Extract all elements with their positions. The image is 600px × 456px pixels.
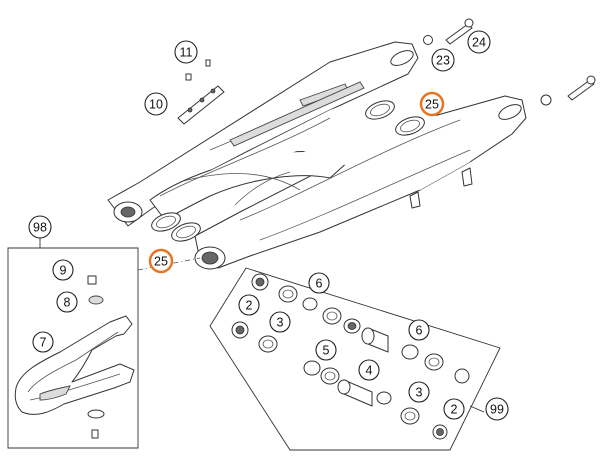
callout-circle [315, 339, 337, 361]
callout-11: 11 [174, 40, 198, 64]
callout-circle [431, 48, 455, 72]
callout-circle [56, 291, 78, 313]
callout-circle [174, 40, 198, 64]
callout-circle [52, 259, 74, 281]
callout-circle [419, 91, 445, 117]
chain-slider-pads-upper [365, 100, 425, 136]
callout-3: 3 [269, 311, 291, 333]
swingarm [107, 41, 527, 270]
callout-label: 24 [472, 36, 486, 50]
callout-8: 8 [56, 291, 78, 313]
callout-9: 9 [52, 259, 74, 281]
callout-label: 8 [64, 296, 71, 310]
callout-7: 7 [32, 331, 54, 353]
chain-guide [14, 275, 135, 439]
callout-label: 2 [451, 403, 458, 417]
callout-circle [269, 311, 291, 333]
callout-circle [238, 294, 260, 316]
callout-circle [32, 331, 54, 353]
callout-circle [308, 272, 330, 294]
callout-circle [358, 359, 380, 381]
callout-label: 23 [436, 54, 450, 68]
callout-label: 98 [33, 221, 47, 235]
callout-98: 98 [28, 215, 52, 239]
callout-label: 7 [40, 336, 47, 350]
callout-24: 24 [467, 30, 491, 54]
kit-99-frame [209, 267, 501, 451]
callout-circle [28, 215, 52, 239]
callout-6: 6 [308, 272, 330, 294]
chain-slider-pads-lower [151, 212, 201, 242]
callout-circle [148, 248, 174, 274]
callout-label: 99 [490, 403, 504, 417]
chain-guide-bracket [177, 59, 225, 125]
callout-23: 23 [431, 48, 455, 72]
callout-label: 10 [149, 98, 163, 112]
callout-5: 5 [315, 339, 337, 361]
callout-label: 25 [425, 98, 439, 112]
callout-circle [443, 398, 465, 420]
callout-6: 6 [408, 319, 430, 341]
axle-bolt-and-nut [423, 18, 596, 106]
callout-circle [408, 319, 430, 341]
callout-label: 11 [180, 46, 193, 60]
callout-4: 4 [358, 359, 380, 381]
callout-label: 9 [60, 264, 67, 278]
callout-25: 25 [148, 248, 174, 274]
callout-10: 10 [144, 92, 168, 116]
callout-label: 3 [277, 316, 284, 330]
callout-3: 3 [408, 381, 430, 403]
callout-label: 6 [316, 277, 323, 291]
callout-99: 99 [485, 397, 509, 421]
callout-25: 25 [419, 91, 445, 117]
callout-label: 3 [416, 386, 423, 400]
callout-circle [485, 397, 509, 421]
callout-circle [408, 381, 430, 403]
callout-circle [467, 30, 491, 54]
callout-2: 2 [443, 398, 465, 420]
callout-label: 2 [246, 299, 253, 313]
callout-circle [144, 92, 168, 116]
callout-2: 2 [238, 294, 260, 316]
callout-label: 6 [416, 324, 423, 338]
callout-label: 25 [154, 255, 168, 269]
callout-label: 5 [323, 344, 330, 358]
bearing-kit-parts [231, 273, 470, 440]
callout-label: 4 [366, 364, 373, 378]
